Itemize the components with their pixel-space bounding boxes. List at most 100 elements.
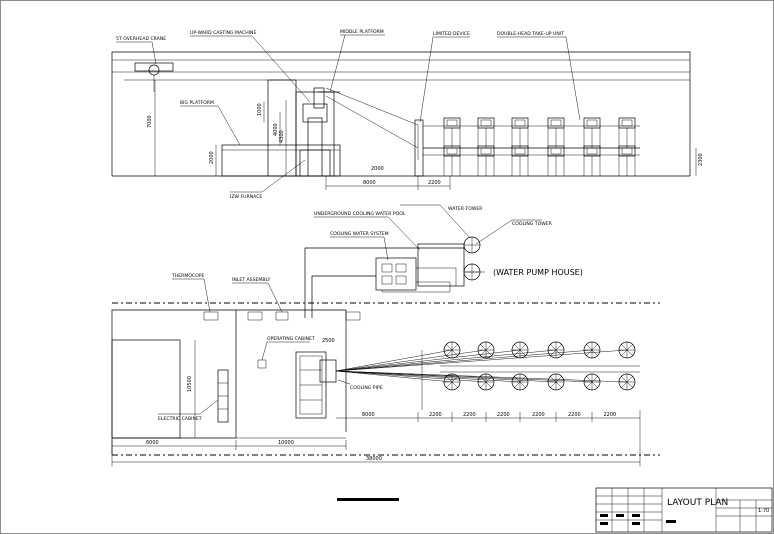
- takeup-unit-elevation: [443, 145, 461, 176]
- rod-line: [335, 349, 557, 372]
- rod-line: [335, 349, 521, 372]
- dim-spacing: 2200: [604, 412, 617, 418]
- electric-cabinet-label: ELECTRIC CABINET: [158, 416, 202, 422]
- big-platform-label: BIG PLATFORM: [180, 100, 214, 106]
- crane-hook-icon: [148, 64, 160, 76]
- takeup-unit-plan: [511, 341, 529, 359]
- elevation-view: [111, 51, 691, 177]
- takeup-unit-elevation: [618, 117, 636, 148]
- rod-line: [335, 349, 628, 372]
- plan-view: [111, 302, 660, 456]
- caster-plan: [319, 359, 337, 383]
- takeup-unit-elevation: [477, 145, 495, 176]
- takeup-unit-plan: [547, 341, 565, 359]
- caster-label: UP-WARD CASTING MACHINE: [190, 30, 256, 36]
- supply-pipe: [304, 247, 464, 318]
- takeup-unit-elevation: [511, 117, 529, 148]
- dim-spacing: 2200: [463, 412, 476, 418]
- dim-1000: 1000: [257, 103, 263, 116]
- crane-label: 5T OVERHEAD CRANE: [116, 36, 166, 42]
- takeup-unit-elevation: [618, 145, 636, 176]
- title-frame: [595, 487, 773, 533]
- caster-head: [302, 103, 328, 123]
- cooling-water-pool: [417, 243, 465, 287]
- dim-4000: 4000: [273, 123, 279, 136]
- thermocouple-box: [203, 311, 219, 321]
- cooling-water-unit: [375, 257, 417, 291]
- takeup-spacing-dimensions: 2200 2200 2200 2200 2200 2200: [417, 412, 640, 422]
- rod-line: [335, 370, 521, 383]
- dim-8000-elev: 8000: [363, 180, 376, 186]
- plan-labels: THERMOCOPE INLET ASSEMBLY OPERATING CABI…: [158, 273, 383, 422]
- water-tower-label: WATER TOWER: [448, 206, 483, 212]
- takeup-unit-elevation: [583, 145, 601, 176]
- takeup-unit-elevation: [511, 145, 529, 176]
- dim-7000: 7000: [147, 115, 153, 128]
- electric-room: [111, 339, 181, 439]
- rod-line: [335, 370, 487, 383]
- dim-10500: 10500: [187, 376, 193, 392]
- drawing-title: LAYOUT PLAN: [667, 498, 728, 508]
- water-system: [304, 236, 485, 318]
- takeup-unit-plan: [618, 373, 636, 391]
- rod-line: [335, 370, 628, 383]
- takeup-units-plan: [443, 341, 636, 391]
- elevation-labels: 5T OVERHEAD CRANE UP-WARD CASTING MACHIN…: [116, 29, 581, 200]
- dim-2000-right: 2000: [371, 166, 384, 172]
- takeup-unit-plan: [583, 373, 601, 391]
- guide-wheel: [313, 87, 325, 109]
- rod-fan-lines: [335, 349, 628, 383]
- takeup-units-elevation: [443, 117, 636, 176]
- takeup-unit-elevation: [477, 117, 495, 148]
- takeup-unit-elevation: [547, 117, 565, 148]
- title-block: LAYOUT PLAN 1:70: [595, 487, 773, 533]
- dim-38000: 38000: [366, 456, 382, 462]
- rod-path: [325, 87, 419, 160]
- drawing-scale: 1:70: [758, 508, 769, 514]
- takeup-unit-plan: [443, 373, 461, 391]
- takeup-unit-elevation: [583, 117, 601, 148]
- water-labels: UNDERGROUND COOLING WATER POOL COOLING W…: [314, 204, 583, 277]
- crane-beam: [134, 62, 174, 72]
- dim-6000: 6000: [146, 440, 159, 446]
- inlet-label: INLET ASSEMBLY: [232, 277, 270, 283]
- dim-spacing: 2200: [429, 412, 442, 418]
- furnace-body: [299, 149, 331, 177]
- dim-8000-plan: 8000: [362, 412, 375, 418]
- plan-dimensions: 10500 2500 8000 6000 10000 38000: [111, 338, 641, 466]
- limited-device-label: LIMITED DEVICE: [433, 31, 470, 37]
- middle-platform-label: MIDDLE PLATFORM: [340, 29, 384, 35]
- operating-cabinet-label: OPERATING CABINET: [267, 336, 315, 342]
- rod-line: [335, 349, 453, 372]
- takeup-unit-plan: [547, 373, 565, 391]
- pump-house-label: (WATER PUMP HOUSE): [493, 268, 583, 277]
- operating-cabinet: [257, 359, 267, 369]
- rod-path-2: [325, 95, 419, 149]
- dim-spacing: 2200: [532, 412, 545, 418]
- cooling-tower-label: COOLING TOWER: [512, 221, 553, 227]
- thermocouple-label: THERMOCOPE: [171, 273, 205, 279]
- takeup-unit-plan: [583, 341, 601, 359]
- return-pipe: [311, 275, 376, 318]
- dim-2200-elev: 2200: [428, 180, 441, 186]
- furnace-plan: [295, 351, 327, 419]
- cooling-system-label: COOLING WATER SYSTEM: [330, 231, 389, 237]
- takeup-unit-plan: [477, 373, 495, 391]
- limited-device: [414, 119, 424, 177]
- rod-line: [335, 349, 593, 372]
- dim-spacing: 2200: [497, 412, 510, 418]
- caster-frame: [295, 91, 335, 177]
- takeup-unit-plan: [511, 373, 529, 391]
- dim-2300: 2300: [698, 153, 704, 166]
- pool-pipe: [416, 267, 457, 286]
- dim-4300: 4300: [279, 130, 285, 143]
- takeup-unit-elevation: [443, 117, 461, 148]
- building-outline: [111, 51, 691, 176]
- dim-spacing: 2200: [568, 412, 581, 418]
- dim-2500: 2500: [322, 338, 335, 344]
- pool-label: UNDERGROUND COOLING WATER POOL: [314, 211, 406, 217]
- note-block: [337, 498, 399, 501]
- caster-column: [307, 117, 323, 177]
